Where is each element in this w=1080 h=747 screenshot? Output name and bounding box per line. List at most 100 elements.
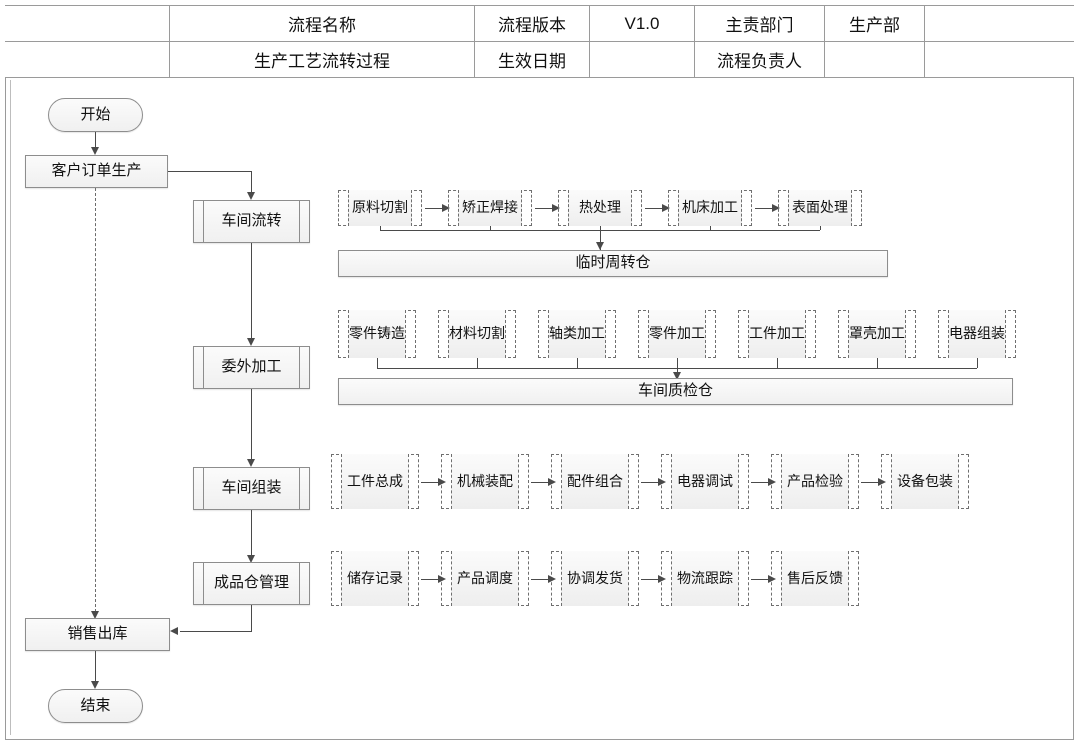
process-row4-4[interactable]: 物流跟踪 bbox=[661, 551, 749, 606]
edge-lane1-to-lane2 bbox=[251, 243, 252, 339]
header-cell-effective-date-label: 生效日期 bbox=[474, 41, 590, 78]
stub-row2-3 bbox=[577, 358, 578, 368]
stub-row1-1 bbox=[380, 226, 381, 230]
edge-row3-1-line bbox=[421, 482, 439, 483]
edge-row1-1-line bbox=[425, 208, 443, 209]
node-end[interactable]: 结束 bbox=[48, 689, 143, 723]
header-cell-tail-1 bbox=[924, 5, 1074, 42]
process-label: 零件铸造 bbox=[348, 310, 406, 358]
process-row1-1[interactable]: 原料切割 bbox=[338, 190, 422, 226]
edge-row4-1-line bbox=[421, 579, 439, 580]
header-cell-process-name-label: 流程名称 bbox=[169, 5, 475, 42]
process-row2-6[interactable]: 罩壳加工 bbox=[838, 310, 916, 358]
process-row4-5[interactable]: 售后反馈 bbox=[771, 551, 859, 606]
edge-row1-3-head bbox=[662, 204, 670, 212]
node-start[interactable]: 开始 bbox=[48, 98, 143, 132]
edge-row1-2-head bbox=[552, 204, 560, 212]
process-row3-2[interactable]: 机械装配 bbox=[441, 454, 529, 509]
edge-row4-3-head bbox=[658, 575, 666, 583]
header-cell-dept-value: 生产部 bbox=[824, 5, 925, 42]
document-header-table: 流程名称 流程版本 V1.0 主责部门 生产部 生产工艺流转过程 生效日期 流程… bbox=[5, 5, 1074, 78]
process-label: 矫正焊接 bbox=[458, 190, 522, 226]
process-label: 表面处理 bbox=[788, 190, 852, 226]
edge-order-to-sales-dashed bbox=[95, 188, 96, 612]
process-row4-1[interactable]: 储存记录 bbox=[331, 551, 419, 606]
edge-row3-5-head bbox=[878, 478, 886, 486]
header-cell-spacer-1 bbox=[5, 5, 170, 42]
process-label: 产品调度 bbox=[451, 551, 519, 606]
edge-sales-to-end bbox=[95, 651, 96, 682]
stub-row2-5 bbox=[777, 358, 778, 368]
arrowhead-order-to-sales bbox=[91, 611, 99, 619]
edge-row3-4-head bbox=[768, 478, 776, 486]
process-row3-1[interactable]: 工件总成 bbox=[331, 454, 419, 509]
arrowhead-row2-to-storage bbox=[673, 372, 681, 380]
process-label: 储存记录 bbox=[341, 551, 409, 606]
process-row3-4[interactable]: 电器调试 bbox=[661, 454, 749, 509]
header-cell-owner-value bbox=[824, 41, 925, 78]
edge-row1-2-line bbox=[535, 208, 553, 209]
process-row3-3[interactable]: 配件组合 bbox=[551, 454, 639, 509]
node-customer-order-production[interactable]: 客户订单生产 bbox=[25, 155, 168, 188]
arrowhead-order-to-lane1 bbox=[247, 192, 255, 200]
process-label: 工件加工 bbox=[748, 310, 806, 358]
edge-row4-4-line bbox=[751, 579, 769, 580]
arrowhead-lane3-to-lane4 bbox=[247, 555, 255, 563]
edge-lane2-to-lane3 bbox=[251, 389, 252, 460]
process-label: 设备包装 bbox=[891, 454, 959, 509]
process-label: 协调发货 bbox=[561, 551, 629, 606]
arrowhead-lane1-to-lane2 bbox=[247, 338, 255, 346]
header-cell-effective-date-value bbox=[589, 41, 695, 78]
header-row-2: 生产工艺流转过程 生效日期 流程负责人 bbox=[5, 41, 1074, 78]
process-row2-1[interactable]: 零件铸造 bbox=[338, 310, 416, 358]
lane-node-outsourced-processing[interactable]: 委外加工 bbox=[193, 346, 310, 389]
process-row1-2[interactable]: 矫正焊接 bbox=[448, 190, 532, 226]
edge-row3-3-head bbox=[658, 478, 666, 486]
process-row2-7[interactable]: 电器组装 bbox=[938, 310, 1016, 358]
edge-lane4-to-sales-h bbox=[180, 631, 252, 632]
process-label: 机床加工 bbox=[678, 190, 742, 226]
edge-row1-1-head bbox=[442, 204, 450, 212]
edge-row3-1-head bbox=[438, 478, 446, 486]
arrowhead-lane2-to-lane3 bbox=[247, 459, 255, 467]
process-label: 热处理 bbox=[568, 190, 632, 226]
lane-node-workshop-assembly[interactable]: 车间组装 bbox=[193, 467, 310, 510]
process-label: 机械装配 bbox=[451, 454, 519, 509]
edge-lane3-to-lane4 bbox=[251, 510, 252, 556]
header-cell-spacer-2 bbox=[5, 41, 170, 78]
process-label: 产品检验 bbox=[781, 454, 849, 509]
arrowhead-row1-to-storage bbox=[596, 242, 604, 250]
edge-row1-4-head bbox=[772, 204, 780, 212]
process-label: 配件组合 bbox=[561, 454, 629, 509]
process-row2-3[interactable]: 轴类加工 bbox=[538, 310, 616, 358]
lane-node-workshop-transfer[interactable]: 车间流转 bbox=[193, 200, 310, 243]
stub-row1-3 bbox=[600, 226, 601, 230]
process-row3-6[interactable]: 设备包装 bbox=[881, 454, 969, 509]
node-sales-outbound[interactable]: 销售出库 bbox=[25, 618, 170, 651]
edge-lane4-to-sales-v bbox=[251, 605, 252, 632]
lane-node-finished-goods-warehouse[interactable]: 成品仓管理 bbox=[193, 562, 310, 605]
stub-row2-7 bbox=[977, 358, 978, 368]
process-row1-4[interactable]: 机床加工 bbox=[668, 190, 752, 226]
process-row2-2[interactable]: 材料切割 bbox=[438, 310, 516, 358]
process-label: 物流跟踪 bbox=[671, 551, 739, 606]
process-label: 轴类加工 bbox=[548, 310, 606, 358]
edge-row3-2-line bbox=[531, 482, 549, 483]
stub-row2-1 bbox=[377, 358, 378, 368]
process-row1-5[interactable]: 表面处理 bbox=[778, 190, 862, 226]
storage-workshop-inspection[interactable]: 车间质检仓 bbox=[338, 378, 1013, 405]
storage-temporary-turnover[interactable]: 临时周转仓 bbox=[338, 250, 888, 277]
header-row-1: 流程名称 流程版本 V1.0 主责部门 生产部 bbox=[5, 5, 1074, 42]
process-row2-5[interactable]: 工件加工 bbox=[738, 310, 816, 358]
process-row1-3[interactable]: 热处理 bbox=[558, 190, 642, 226]
process-row4-3[interactable]: 协调发货 bbox=[551, 551, 639, 606]
header-cell-dept-label: 主责部门 bbox=[694, 5, 825, 42]
process-label: 材料切割 bbox=[448, 310, 506, 358]
process-row2-4[interactable]: 零件加工 bbox=[638, 310, 716, 358]
process-row3-5[interactable]: 产品检验 bbox=[771, 454, 859, 509]
stub-row2-2 bbox=[477, 358, 478, 368]
process-row4-2[interactable]: 产品调度 bbox=[441, 551, 529, 606]
header-cell-tail-2 bbox=[924, 41, 1074, 78]
process-label: 零件加工 bbox=[648, 310, 706, 358]
